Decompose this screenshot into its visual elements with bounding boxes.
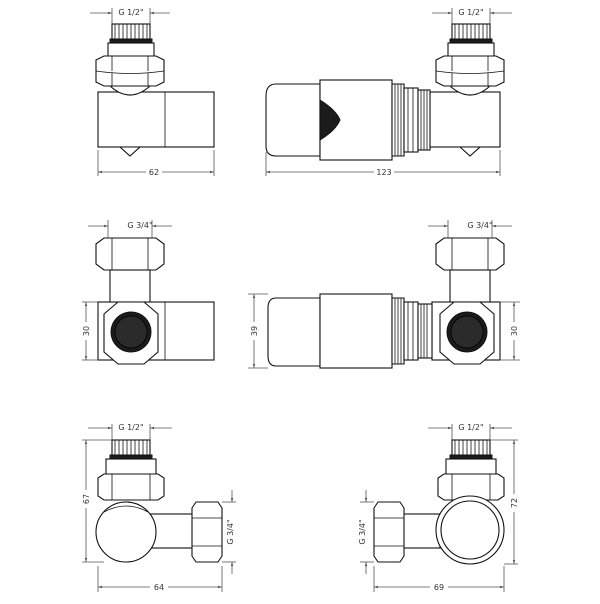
thread-label-r3r-top: G 1/2": [458, 423, 483, 432]
dim-64: 64: [154, 583, 164, 592]
dim-67: 67: [82, 494, 91, 504]
row2-right-valve: G 3/4" 39 30: [248, 220, 520, 369]
dim-39: 39: [250, 326, 259, 336]
thread-label-r2l: G 3/4": [127, 221, 152, 230]
thread-label-r1r: G 1/2": [458, 8, 483, 17]
dim-30-right: 30: [510, 326, 519, 336]
thread-label-r3l-top: G 1/2": [118, 423, 143, 432]
row3-right-valve: G 1/2" 72 G 3/4": [358, 423, 519, 592]
dim-123: 123: [376, 168, 391, 177]
row1-right-valve: G 1/2": [265, 8, 512, 177]
dim-69: 69: [434, 583, 444, 592]
dim-72: 72: [510, 498, 519, 508]
thread-label-r2r: G 3/4": [467, 221, 492, 230]
thread-label-r1l: G 1/2": [118, 8, 143, 17]
thread-label-r3l-side: G 3/4": [226, 519, 235, 544]
dim-30-left: 30: [82, 326, 91, 336]
thread-label-r3r-side: G 3/4": [358, 519, 367, 544]
row3-left-valve: G 1/2" 67 G 3/4": [82, 423, 236, 592]
row1-left-valve: G 1/2" 62: [90, 8, 215, 177]
row2-left-valve: G 3/4" 30: [82, 220, 215, 365]
dim-62: 62: [149, 168, 159, 177]
